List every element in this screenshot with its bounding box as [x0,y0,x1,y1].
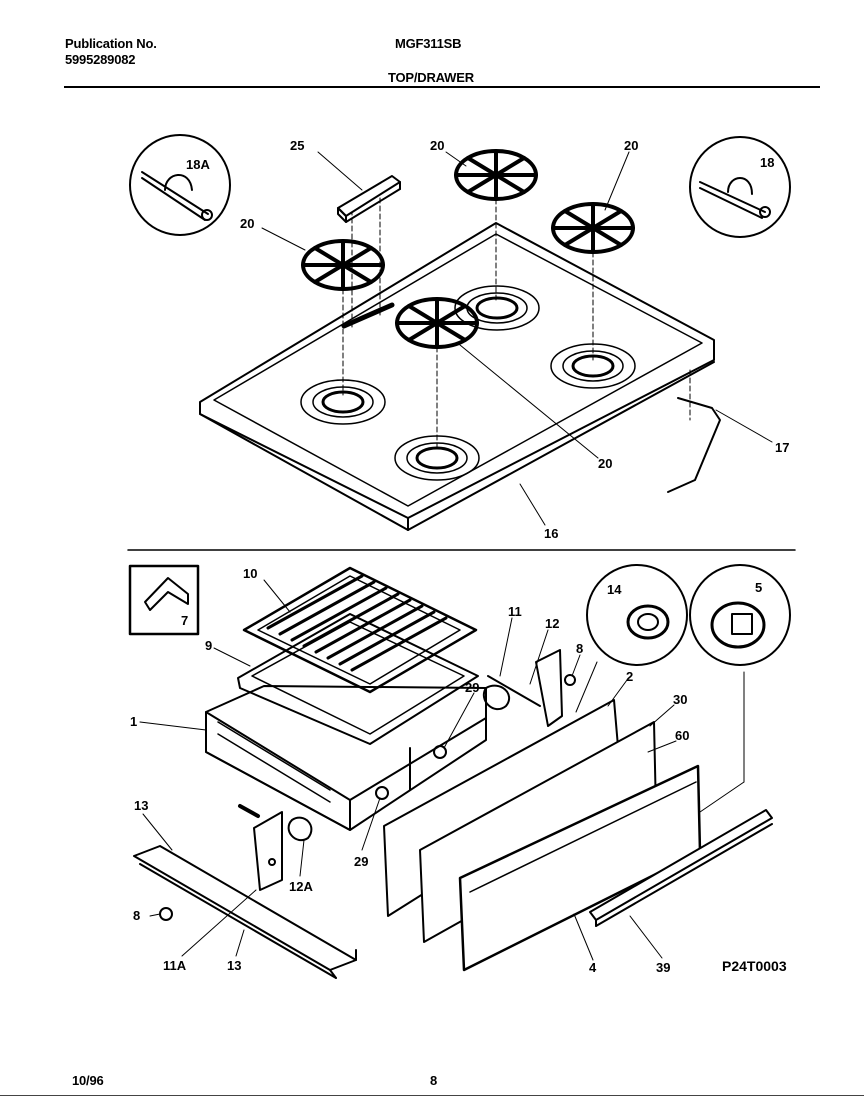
callout-13: 13 [227,958,241,973]
drawer-rail-13 [133,845,357,979]
model-number: MGF311SB [395,36,462,51]
callout-16: 16 [544,526,558,541]
callout-13: 13 [134,798,148,813]
callout-8: 8 [576,641,583,656]
footer-date: 10/96 [72,1073,104,1088]
callout-20: 20 [240,216,254,231]
callout-29: 29 [465,680,479,695]
callout-60: 60 [675,728,689,743]
callout-18: 18 [760,155,774,170]
grate-20-b [301,239,385,291]
drawer-body-1 [205,685,487,831]
detail-circle-18a [129,134,231,236]
diagram-code: P24T0003 [722,958,787,974]
callout-10: 10 [243,566,257,581]
publication-number: 5995289082 [65,52,136,67]
callout-8: 8 [133,908,140,923]
leader-lines-top [261,151,773,526]
callout-29: 29 [354,854,368,869]
detail-circle-18 [689,136,791,238]
alignment-lines [342,197,691,451]
callout-9: 9 [205,638,212,653]
bushing-29-lower [375,786,389,800]
callout-11: 11 [508,604,522,619]
drawer-handle-39 [589,809,773,927]
callout-20: 20 [624,138,638,153]
nut-8-upper [564,674,576,686]
callout-labels-top: 18A 25 20 20 20 18 20 17 16 [186,138,789,541]
grate-20-d [395,297,479,349]
callout-2: 2 [626,669,633,684]
header-rule [64,86,820,88]
callout-39: 39 [656,960,670,975]
callout-20: 20 [598,456,612,471]
grate-20-a [454,149,538,201]
callout-18a: 18A [186,157,210,172]
page-number: 8 [430,1073,438,1088]
callout-14: 14 [607,582,622,597]
screw-side [238,804,260,818]
callout-labels-bottom: 10 7 9 1 11 12 8 14 5 2 29 30 60 13 29 1… [130,566,762,975]
callout-20: 20 [430,138,444,153]
clip-12 [483,684,511,711]
publication-label: Publication No. [65,36,157,51]
bracket-11a [253,811,283,891]
bushing-29-upper [433,745,447,759]
burner-wells [300,285,636,481]
callout-12: 12 [545,616,559,631]
callout-7: 7 [181,613,188,628]
bracket-12 [487,649,563,727]
detail-circle-14 [586,564,688,666]
footer-rule [0,1095,864,1096]
grate-20-c [551,202,635,254]
callout-4: 4 [589,960,597,975]
broiler-pan-9 [237,613,479,745]
inset-box-7 [128,564,200,636]
callout-1: 1 [130,714,137,729]
wire-17 [667,397,721,493]
callout-25: 25 [290,138,304,153]
nut-8-lower [159,907,173,921]
callout-17: 17 [775,440,789,455]
cooktop-16 [199,222,715,531]
leader-lines-bottom [139,579,745,961]
detail-circle-5 [689,564,791,666]
clip-12a [287,816,313,841]
callout-5: 5 [755,580,762,595]
callout-11a: 11A [163,958,187,973]
top-handle-25 [337,175,401,223]
top-slot [341,302,395,329]
broiler-pan-10 [242,566,478,694]
section-title: TOP/DRAWER [388,70,474,85]
callout-30: 30 [673,692,687,707]
callout-12a: 12A [289,879,313,894]
